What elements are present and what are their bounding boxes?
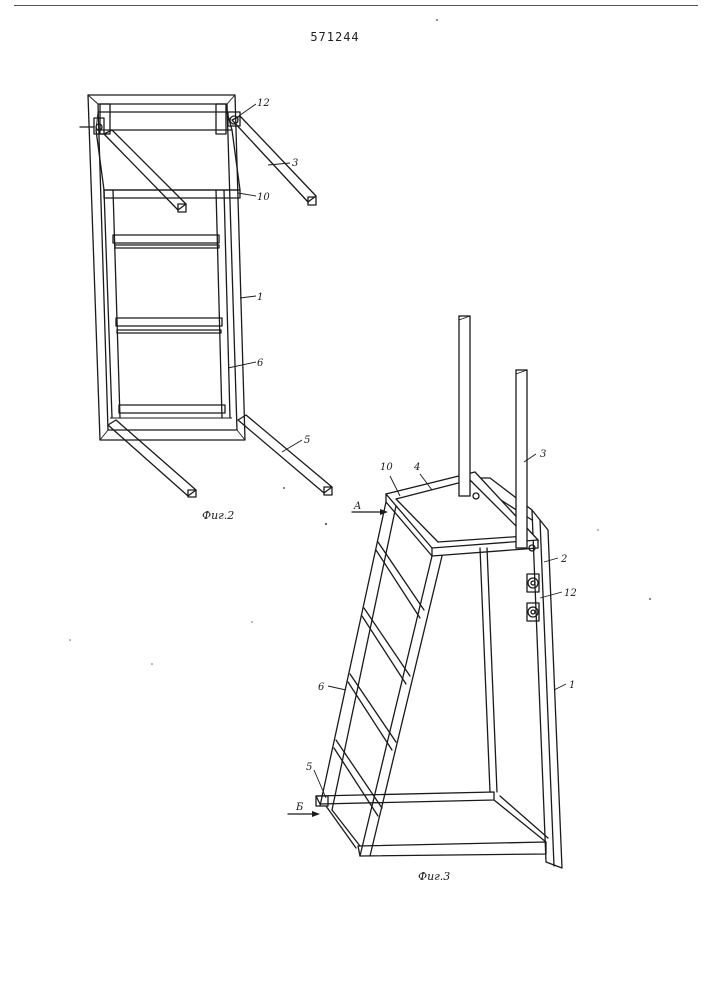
fig3-hinges [527, 574, 539, 621]
fig3-caption: Фиг.3 [418, 870, 450, 883]
fig2-label-6: 6 [257, 358, 264, 369]
fig3-rear-inner-post [480, 548, 497, 792]
fig2-caption: Фиг.2 [202, 509, 234, 522]
fig3-arrow-b-label: Б [295, 802, 304, 813]
fig3-label-10: 10 [380, 462, 393, 473]
fig3-label-5: 5 [306, 762, 312, 773]
fig3-label-12: 12 [564, 588, 577, 599]
fig3-label-6: 6 [318, 682, 325, 693]
fig2-label-10: 10 [257, 192, 270, 203]
fig3-arrow-a-label: A [353, 501, 361, 512]
figure-2: 12 3 10 1 6 5 Фиг.2 [80, 95, 332, 522]
fig2-ladder [104, 190, 232, 418]
fig2-label-12: 12 [257, 98, 270, 109]
fig2-lower-legs [108, 415, 332, 497]
fig2-label-3: 3 [292, 158, 298, 169]
fig3-label-2: 2 [560, 554, 567, 565]
fig3-arrow-b [288, 811, 320, 817]
fig3-label-1: 1 [569, 680, 575, 691]
fig3-label-3: 3 [540, 449, 546, 460]
fig3-label-4: 4 [413, 462, 420, 473]
fig2-label-5: 5 [304, 435, 310, 446]
scan-specks [69, 19, 651, 665]
fig2-label-1: 1 [257, 292, 263, 303]
fig3-base [316, 792, 548, 856]
figure-3: 10 4 3 2 12 1 6 5 A Б Фиг.3 [288, 316, 577, 883]
fig2-platform [96, 104, 240, 198]
